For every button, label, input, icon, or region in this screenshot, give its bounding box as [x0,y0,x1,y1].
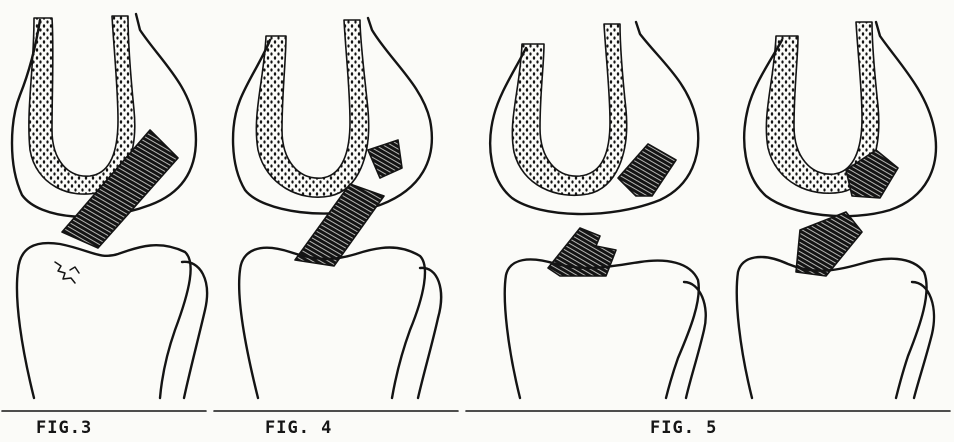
fig4-ligament-stump [368,140,402,178]
fig5a-drawing [490,22,706,398]
caption-fig5: FIG. 5 [650,418,717,438]
fig4-drawing [233,18,441,398]
fig5a-cartilage-band [512,24,626,195]
caption-fig4: FIG. 4 [265,418,332,438]
caption-fig3: FIG.3 [36,418,92,438]
fig5b-tibia [737,257,927,398]
fig3-drawing [12,14,207,398]
fig4-cartilage-band [256,20,368,197]
fig5b-drawing [737,22,936,398]
fig3-tibia [17,243,191,398]
fig3-frayed-insertion [55,262,79,283]
fig3-fibula [182,262,207,398]
fig5a-tibia [505,259,699,398]
fig5b-ligament-femoral [846,150,898,198]
fig4-fibula [418,268,441,398]
fig5a-ligament-upper [618,144,676,196]
fig4-tibia [239,248,425,399]
fig5a-fibula [684,282,706,398]
